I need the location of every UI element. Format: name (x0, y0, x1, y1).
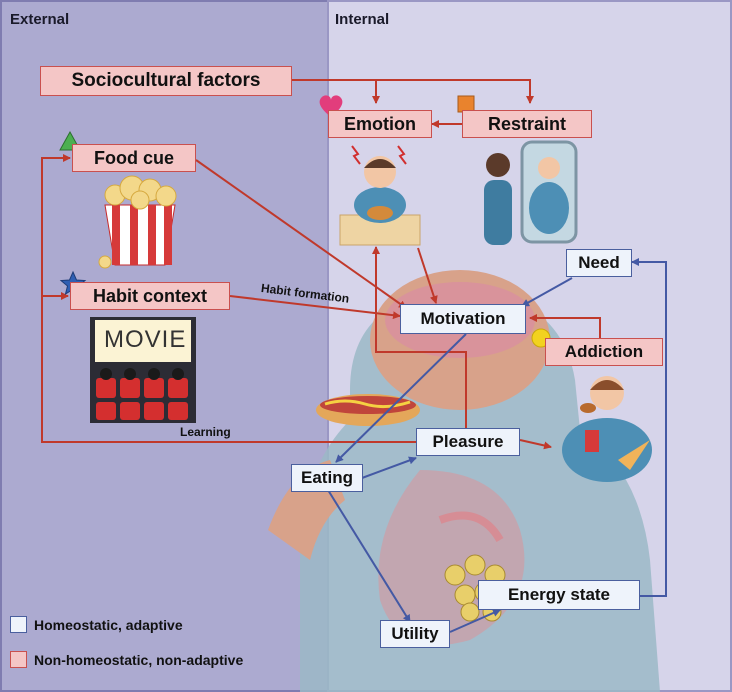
node-motivation: Motivation (400, 304, 526, 334)
node-restraint: Restraint (462, 110, 592, 138)
legend-homeostatic-label: Homeostatic, adaptive (34, 616, 183, 633)
node-addiction: Addiction (545, 338, 663, 366)
edge-energy-need (631, 258, 667, 597)
edge-pleasure-illustration (519, 439, 552, 450)
edge-pleasure-emotion-loop (372, 246, 467, 428)
edge-habit-motivation (229, 295, 401, 320)
legend-homeostatic: Homeostatic, adaptive (10, 616, 183, 633)
node-need: Need (566, 249, 632, 277)
legend-non-homeostatic: Non-homeostatic, non-adaptive (10, 651, 243, 668)
edge-emotion-motivation (417, 247, 438, 304)
hotdog-illustration (316, 394, 420, 426)
legend-swatch-red (10, 651, 27, 668)
node-pleasure: Pleasure (416, 428, 520, 456)
node-emotion: Emotion (328, 110, 432, 138)
external-title: External (10, 11, 70, 28)
legend-non-homeostatic-label: Non-homeostatic, non-adaptive (34, 651, 244, 668)
movie-sign-text: MOVIE (104, 326, 187, 353)
edge-addiction-motivation (529, 314, 601, 340)
legend-swatch-blue (10, 616, 27, 633)
edge-learning-foodcue (41, 154, 416, 443)
edge-foodcue-motivation (195, 159, 407, 309)
edge-eating-utility (327, 489, 411, 623)
edge-utility-energy (449, 609, 501, 633)
node-eating: Eating (291, 464, 363, 492)
popcorn-illustration (98, 175, 177, 269)
internal-title: Internal (335, 11, 390, 28)
movie-theater-illustration (90, 317, 196, 423)
label-learning: Learning (180, 425, 231, 439)
mirror-person-illustration (484, 140, 578, 245)
node-utility: Utility (380, 620, 450, 648)
node-energy-state: Energy state (478, 580, 640, 610)
edge-sociocultural-restraint (290, 79, 534, 104)
edge-need-motivation (521, 277, 573, 307)
stressed-person-illustration (339, 145, 421, 246)
edge-motivation-eating (335, 333, 467, 463)
node-habit-context: Habit context (70, 282, 230, 310)
node-food-cue: Food cue (72, 144, 196, 172)
eating-person-illustration (562, 376, 652, 482)
node-sociocultural-factors: Sociocultural factors (40, 66, 292, 96)
edge-eating-pleasure (361, 456, 417, 479)
